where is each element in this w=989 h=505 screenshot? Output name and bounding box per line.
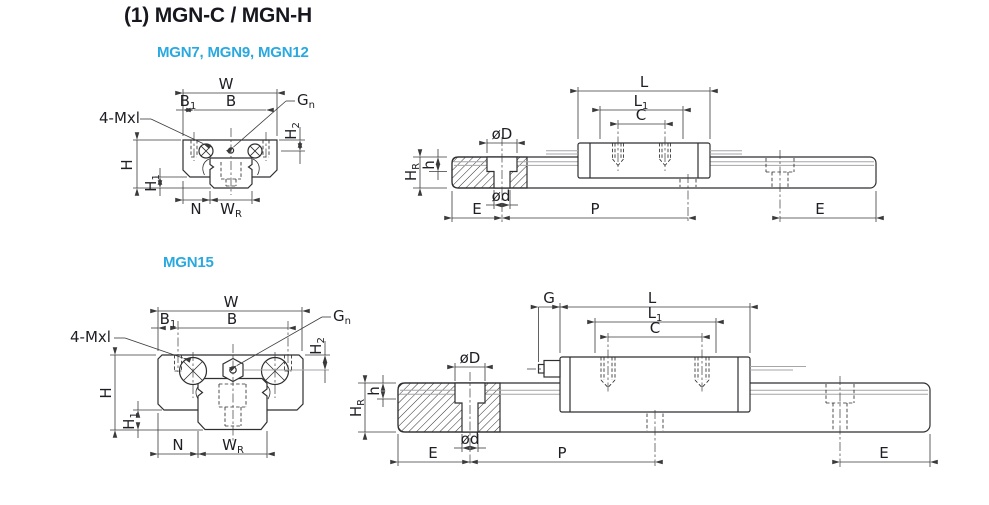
dim-label-wr: WR: [222, 436, 244, 456]
hidden-holes: [501, 120, 795, 222]
dim-label-h1: H1: [120, 412, 140, 430]
dim-label-hr: HR: [402, 163, 422, 181]
dim-label-p: P: [590, 200, 599, 218]
dim-label-h1: H1: [142, 174, 162, 192]
dim-label-n: N: [172, 436, 183, 454]
dimension-annotations: G L L1 C øD h HR ød: [347, 289, 938, 467]
dimension-annotations: W B1 B Gn 4-Mxl H2 H H1: [99, 75, 315, 220]
mgn15-cross-section-drawing: W B1 B Gn 4-Mxl H2 H H1: [70, 293, 351, 458]
carriage: [546, 142, 742, 179]
dim-label-h2: H2: [307, 337, 327, 355]
dim-label-h-small: h: [365, 386, 383, 396]
dim-label-h2: H2: [282, 122, 302, 140]
dim-label-b1: B1: [180, 92, 197, 112]
page-title: (1) MGN-C / MGN-H: [124, 4, 312, 27]
dim-label-e-right: E: [879, 444, 888, 462]
dim-label-e-left: E: [472, 200, 481, 218]
dim-label-dia-d-upper: øD: [460, 349, 481, 367]
grease-nipple: [543, 359, 561, 378]
mgn7-side-view-drawing: L L1 C øD h HR ød E: [402, 73, 884, 222]
dim-label-p: P: [557, 444, 566, 462]
dim-label-mount-thread: 4-Mxl: [70, 328, 111, 346]
dim-label-gn: Gn: [297, 91, 315, 111]
dim-label-l: L: [640, 73, 649, 91]
dim-label-e-right: E: [815, 200, 824, 218]
dim-label-dia-d-lower: ød: [492, 187, 511, 205]
dimension-annotations: W B1 B Gn 4-Mxl H2 H H1: [70, 293, 351, 458]
mgn15-side-view-drawing: G L L1 C øD h HR ød: [347, 289, 938, 467]
dim-label-c: C: [650, 319, 660, 337]
dim-label-wr: WR: [220, 200, 242, 220]
dim-label-h: H: [97, 387, 115, 398]
series-label-mgn15: MGN15: [163, 254, 214, 271]
dim-label-w: W: [219, 75, 234, 93]
dim-label-w: W: [224, 293, 239, 311]
dim-label-h-small: h: [420, 160, 438, 170]
hidden-holes: [190, 128, 270, 195]
carriage: [527, 356, 806, 413]
hidden-holes: [174, 321, 292, 441]
dim-label-c: C: [636, 106, 646, 124]
ball-bearings: [178, 356, 290, 386]
dim-label-hr: HR: [347, 399, 367, 417]
dim-label-b: B: [227, 310, 237, 328]
dim-label-h: H: [118, 159, 136, 170]
dim-label-g: G: [543, 289, 555, 307]
dim-label-l: L: [648, 289, 657, 307]
dim-label-b: B: [226, 92, 236, 110]
dim-label-gn: Gn: [333, 307, 351, 327]
dim-label-e-left: E: [428, 444, 437, 462]
dim-label-mount-thread: 4-Mxl: [99, 109, 140, 127]
dimension-annotations: L L1 C øD h HR ød E: [402, 73, 884, 222]
mgn7-cross-section-drawing: W B1 B Gn 4-Mxl H2 H H1: [99, 75, 315, 220]
dim-label-n: N: [190, 200, 201, 218]
dim-label-b1: B1: [160, 310, 177, 330]
dim-label-dia-d-lower: ød: [461, 430, 480, 448]
dim-label-dia-d-upper: øD: [492, 125, 513, 143]
hidden-holes: [469, 333, 855, 467]
dim-label-l1: L1: [634, 92, 649, 112]
series-label-mgn7-mgn9-mgn12: MGN7, MGN9, MGN12: [157, 44, 309, 61]
rail-profile: [197, 377, 268, 431]
dim-label-l1: L1: [648, 304, 663, 324]
